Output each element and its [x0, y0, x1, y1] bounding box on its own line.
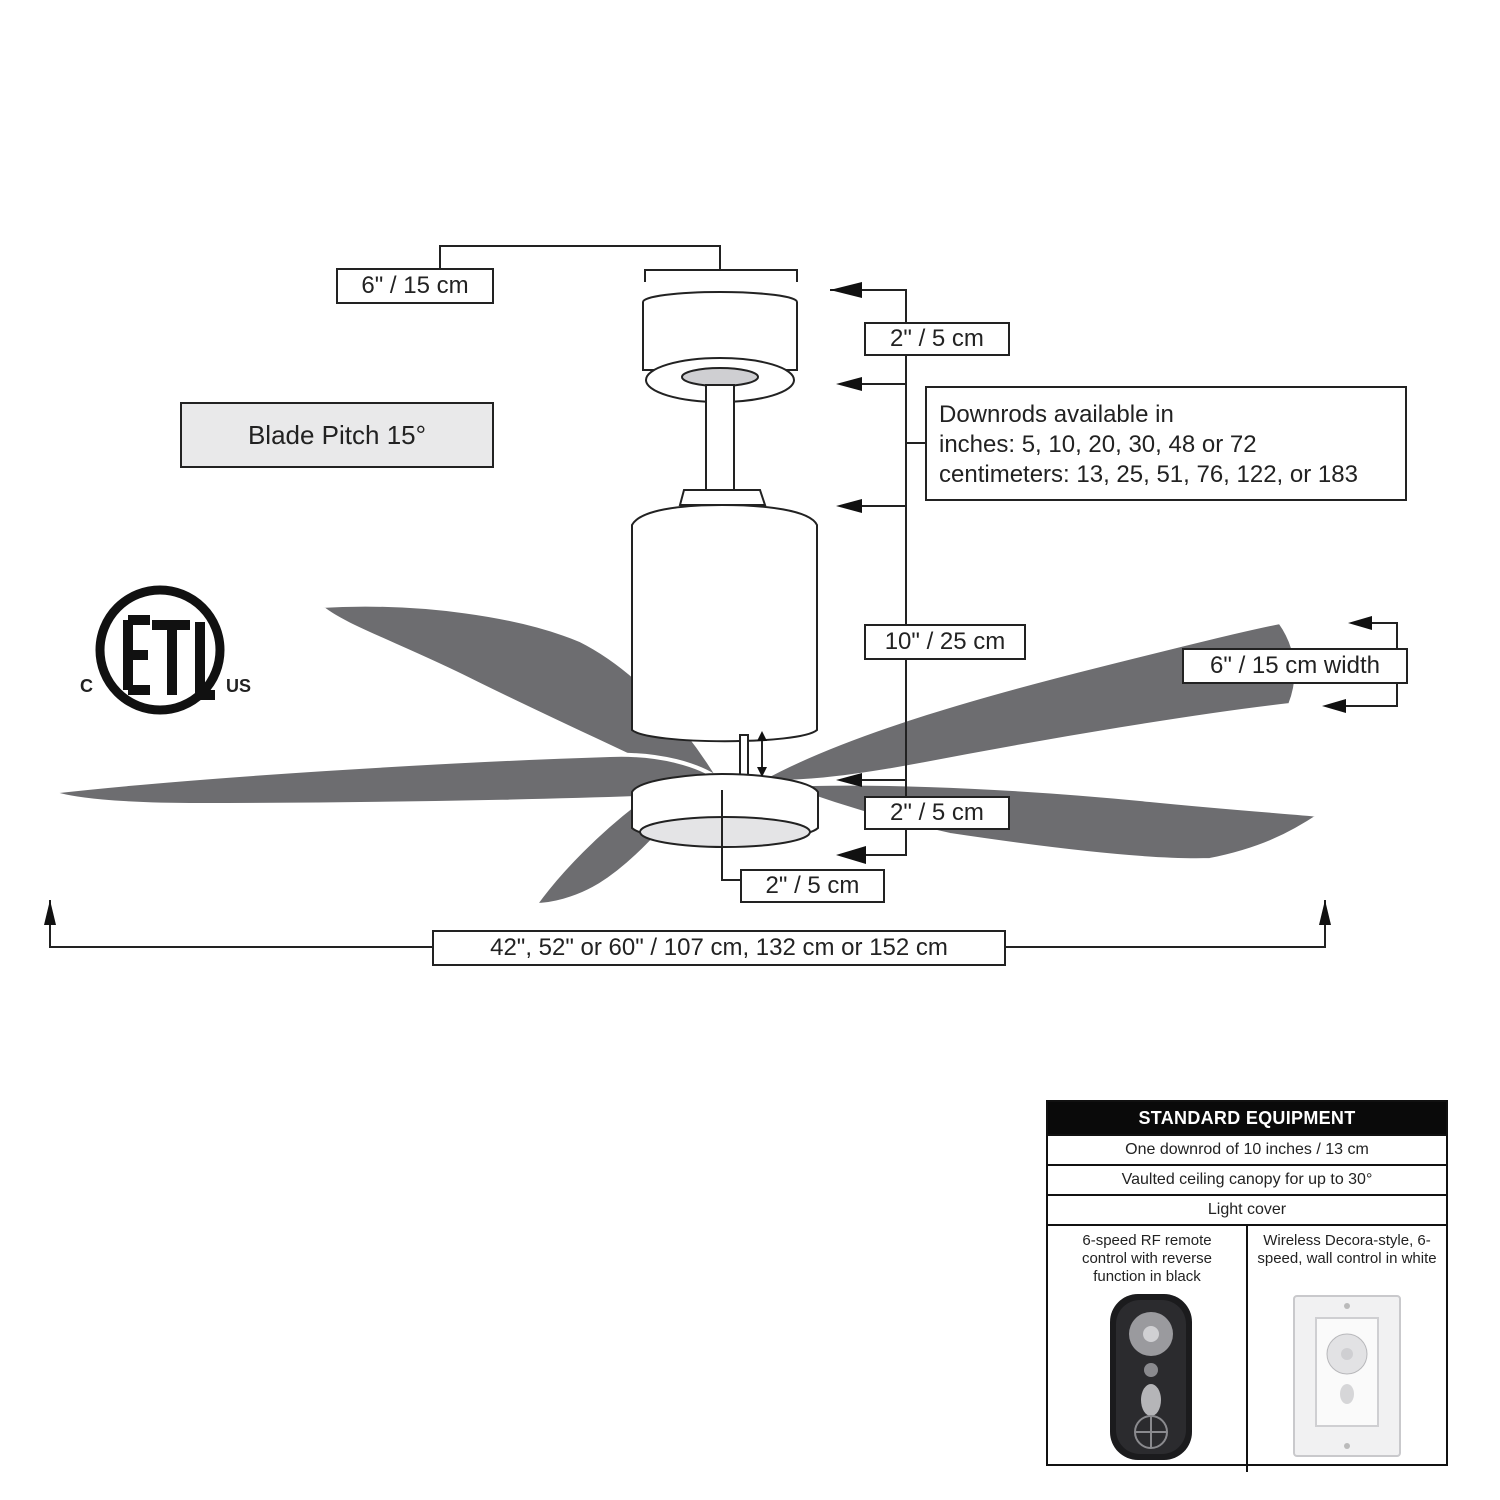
canopy-height-label: 2" / 5 cm: [864, 322, 1010, 356]
downrods-note-line2: inches: 5, 10, 20, 30, 48 or 72: [939, 431, 1257, 458]
arrowhead: [1322, 699, 1346, 713]
standard-equipment-title: STANDARD EQUIPMENT: [1048, 1102, 1446, 1134]
downrods-note-line3: centimeters: 13, 25, 51, 76, 122, or 183: [939, 461, 1358, 488]
equipment-item: Light cover: [1048, 1194, 1446, 1224]
blade-pitch-label: Blade Pitch 15°: [180, 402, 494, 468]
downrod: [678, 384, 767, 506]
wall-control-label: Wireless Decora-style, 6-speed, wall con…: [1257, 1232, 1437, 1267]
wall-control-icon: [1293, 1295, 1401, 1457]
equipment-item: Vaulted ceiling canopy for up to 30°: [1048, 1164, 1446, 1194]
canopy-width-label: 6" / 15 cm: [336, 268, 494, 304]
arrowhead: [757, 731, 767, 741]
wall-control-cell: Wireless Decora-style, 6-speed, wall con…: [1246, 1226, 1446, 1472]
dimension-arrowheads: [830, 282, 866, 864]
canopy-width-dimension: [439, 245, 798, 282]
equipment-item: One downrod of 10 inches / 13 cm: [1048, 1134, 1446, 1164]
motor-housing: [631, 503, 818, 743]
arrowhead: [1319, 900, 1331, 925]
remote-control-cell: 6-speed RF remote control with reverse f…: [1048, 1226, 1246, 1472]
downrods-note: Downrods available in inches: 5, 10, 20,…: [925, 386, 1407, 501]
remote-control-icon: [1110, 1294, 1192, 1460]
remote-control-label: 6-speed RF remote control with reverse f…: [1081, 1232, 1213, 1285]
downrod-length-label: 10" / 25 cm: [864, 624, 1026, 660]
downrods-note-line1: Downrods available in: [939, 401, 1174, 428]
canopy: [642, 291, 798, 403]
etl-us-label: US: [226, 676, 252, 696]
light-stem: [739, 734, 749, 781]
arrowhead: [44, 900, 56, 925]
blade-upper-right: [754, 619, 1299, 784]
light-gap-label: 2" / 5 cm: [864, 796, 1010, 830]
fan-span-label: 42", 52" or 60" / 107 cm, 132 cm or 152 …: [432, 930, 1006, 966]
arrowhead: [757, 767, 767, 777]
standard-equipment-table: STANDARD EQUIPMENT One downrod of 10 inc…: [1046, 1100, 1448, 1472]
etl-listed-text: LISTED: [142, 704, 175, 714]
blade-width-label: 6" / 15 cm width: [1182, 648, 1408, 684]
etl-c-label: C: [80, 676, 93, 696]
arrowhead: [1348, 616, 1372, 630]
etl-listed-seal: [95, 585, 225, 715]
blade-left: [49, 752, 724, 808]
light-height-label: 2" / 5 cm: [740, 869, 885, 903]
light-kit: [631, 772, 819, 848]
